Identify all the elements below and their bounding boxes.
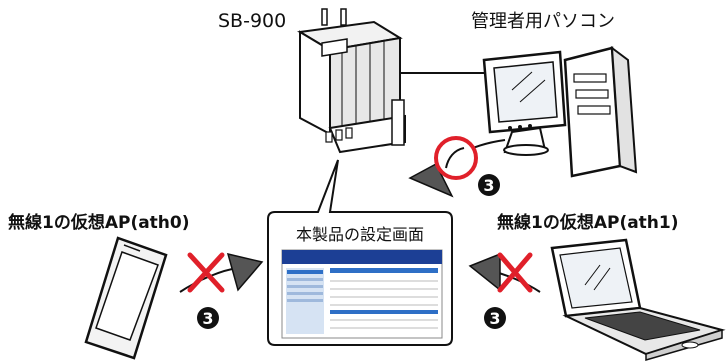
smartphone [84,236,168,360]
svg-text:3: 3 [489,309,500,328]
blocked-access-right: 3 [468,252,541,329]
allow-ring [434,136,478,180]
callout-title: 本製品の設定画面 [296,225,424,244]
sb900-device [297,8,406,154]
svg-text:3: 3 [202,309,213,328]
block-x-right [497,252,533,293]
step-3-marker-right [484,307,506,329]
svg-text:3: 3 [483,176,494,195]
allowed-access-arrow [408,136,506,198]
device-label: SB-900 [218,10,286,32]
ap-left-label: 無線1の仮想AP(ath0) [8,212,190,233]
lan-cable [400,72,493,88]
laptop [550,238,726,361]
pc-label: 管理者用パソコン [471,11,615,32]
admin-pc [482,45,638,178]
step-3-marker-left [197,307,219,329]
step-3-marker-top: 3 [478,174,500,196]
ap-right-label: 無線1の仮想AP(ath1) [497,212,679,233]
blocked-access-left: 3 [179,252,264,329]
settings-callout: 本製品の設定画面 [267,159,453,346]
settings-screen-thumbnail [281,249,443,339]
block-x-left [187,252,225,293]
